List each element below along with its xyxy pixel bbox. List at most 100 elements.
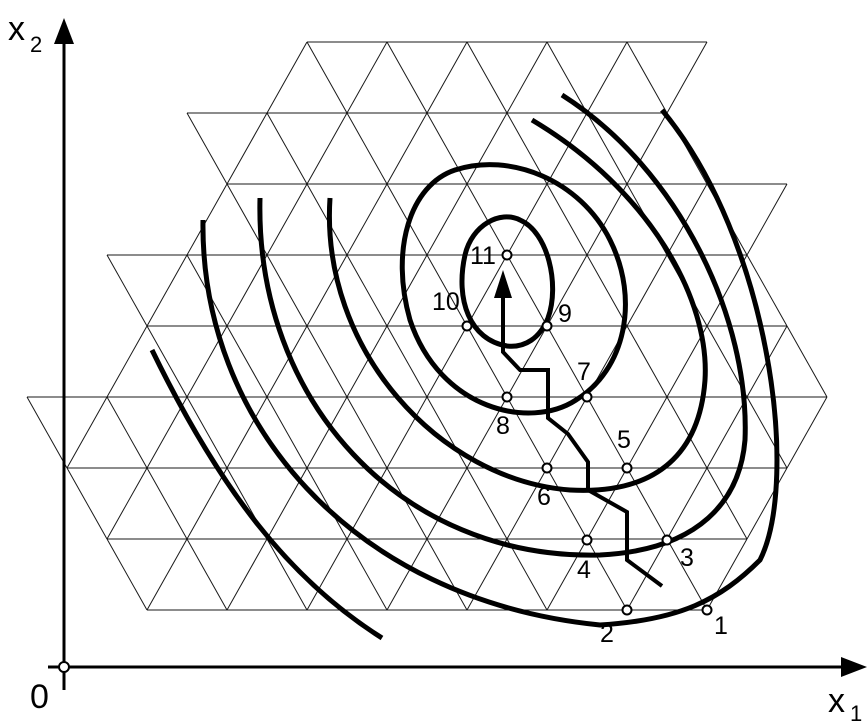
- contour-1: [149, 348, 384, 641]
- x-axis-subscript: 1: [850, 701, 862, 721]
- grid-edge: [586, 41, 628, 114]
- x-axis-arrow: [841, 657, 867, 677]
- contour-2: [200, 108, 780, 628]
- grid-edge: [266, 325, 308, 398]
- grid-edge: [626, 396, 668, 469]
- contour-5-ring: [399, 162, 628, 416]
- grid-edge: [706, 396, 748, 469]
- grid-edge: [426, 41, 468, 114]
- vertex-labels: 1 2 3 4 5 6 7 8 9 10 11: [432, 242, 728, 648]
- origin-marker: [58, 661, 70, 673]
- grid-edge: [226, 325, 268, 398]
- path-arrowhead: [494, 270, 512, 298]
- grid-edge: [266, 183, 308, 256]
- grid-edge: [626, 254, 668, 327]
- grid-edge: [786, 396, 828, 469]
- grid-edge: [66, 396, 108, 469]
- grid-edge: [666, 41, 708, 114]
- grid-edge: [346, 254, 388, 327]
- vertex-label-11: 11: [470, 242, 496, 270]
- grid-edge: [506, 41, 548, 114]
- grid-edge: [226, 254, 268, 327]
- grid-edge: [346, 41, 388, 114]
- grid-edge: [546, 183, 588, 256]
- grid-edge: [306, 396, 348, 469]
- vertex-9: [541, 320, 553, 332]
- grid-edge: [426, 396, 468, 469]
- grid-edge: [106, 396, 148, 469]
- grid-edge: [306, 538, 348, 611]
- grid-edge: [666, 538, 708, 611]
- grid-edge: [106, 325, 148, 398]
- grid-edge: [586, 254, 628, 327]
- vertex-label-4: 4: [577, 556, 591, 584]
- x-axis-label: x: [828, 682, 845, 720]
- grid-edge: [146, 325, 188, 398]
- grid-edge: [186, 467, 228, 540]
- grid-edge: [186, 112, 228, 185]
- grid-edge: [666, 183, 708, 256]
- vertex-2: [621, 604, 633, 616]
- grid-edge: [626, 112, 668, 185]
- grid-edge: [546, 325, 588, 398]
- grid-edge: [746, 396, 788, 469]
- grid-edge: [466, 325, 508, 398]
- grid-edge: [386, 254, 428, 327]
- grid-edge: [466, 41, 508, 114]
- vertex-label-2: 2: [600, 620, 614, 648]
- vertex-label-10: 10: [432, 288, 460, 316]
- y-axis-label: x: [8, 10, 25, 48]
- grid-edge: [226, 396, 268, 469]
- grid-edge: [626, 467, 668, 540]
- grid-edge: [426, 467, 468, 540]
- grid-edge: [306, 112, 348, 185]
- grid-edge: [106, 254, 148, 327]
- contour-6: [459, 214, 556, 349]
- grid-edge: [706, 467, 748, 540]
- grid-edge: [346, 183, 388, 256]
- vertex-7: [581, 391, 593, 403]
- grid-edge: [346, 325, 388, 398]
- grid-edge: [386, 396, 428, 469]
- vertex-3: [661, 534, 673, 546]
- grid-edge: [586, 396, 628, 469]
- grid-edge: [506, 254, 548, 327]
- grid-edge: [506, 112, 548, 185]
- grid-edge: [426, 254, 468, 327]
- grid-edge: [506, 467, 548, 540]
- contour-4: [326, 117, 708, 493]
- grid-edge: [466, 183, 508, 256]
- grid-edge: [266, 112, 308, 185]
- grid-edge: [626, 41, 668, 114]
- y-axis-subscript: 2: [30, 32, 42, 57]
- grid-edge: [466, 112, 508, 185]
- grid-edge: [586, 467, 628, 540]
- grid-edge: [26, 396, 68, 469]
- contour-3: [257, 92, 748, 558]
- axes: 0 x 1 x 2: [8, 10, 867, 721]
- grid-edge: [306, 41, 348, 114]
- grid-edge: [426, 538, 468, 611]
- grid-edge: [506, 396, 548, 469]
- grid-edge: [666, 467, 708, 540]
- grid-edge: [306, 467, 348, 540]
- grid-edge: [146, 254, 188, 327]
- grid-edge: [266, 396, 308, 469]
- contour-lines: [149, 92, 780, 641]
- grid-edge: [586, 183, 628, 256]
- vertex-1: [701, 604, 713, 616]
- grid-edge: [546, 112, 588, 185]
- grid-edge: [306, 325, 348, 398]
- grid-edge: [106, 538, 148, 611]
- grid-edge: [186, 538, 228, 611]
- grid-edge: [306, 254, 348, 327]
- grid-edge: [506, 183, 548, 256]
- grid-edge: [506, 325, 548, 398]
- grid-edge: [426, 183, 468, 256]
- grid-edge: [386, 183, 428, 256]
- grid-edge: [586, 538, 628, 611]
- vertex-label-8: 8: [496, 412, 510, 440]
- grid-edge: [546, 538, 588, 611]
- grid-edge: [386, 325, 428, 398]
